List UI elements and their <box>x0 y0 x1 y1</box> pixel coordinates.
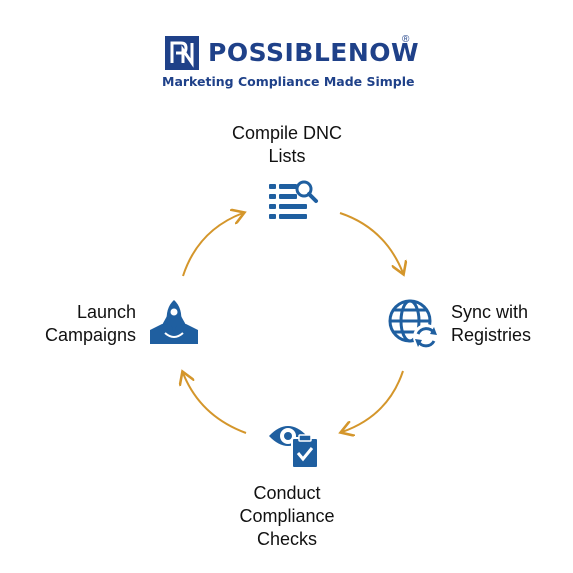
arrow-top-to-right <box>339 212 403 273</box>
step-launch-campaigns-label: Launch Campaigns <box>44 302 136 345</box>
brand-header: POSSIBLENOW ® Marketing Compliance Made … <box>0 30 573 100</box>
step-sync-registries-label: Sync with Registries <box>451 302 532 345</box>
brand-name: POSSIBLENOW <box>208 38 420 67</box>
rocket-launch-icon <box>150 300 198 344</box>
registered-mark: ® <box>402 34 410 45</box>
arrow-bottom-to-left <box>183 373 247 434</box>
pn-monogram-icon <box>165 36 199 70</box>
step-compile-dnc-lists-label: Compile DNC Lists <box>231 123 343 166</box>
arrow-left-to-top <box>182 213 243 277</box>
step-compliance-checks-label: Conduct Compliance Checks <box>239 483 335 549</box>
eye-clipboard-icon <box>269 426 319 469</box>
list-search-icon <box>269 180 318 219</box>
brand-tagline: Marketing Compliance Made Simple <box>162 74 415 89</box>
globe-sync-icon <box>388 299 439 350</box>
arrow-right-to-bottom <box>342 370 404 432</box>
